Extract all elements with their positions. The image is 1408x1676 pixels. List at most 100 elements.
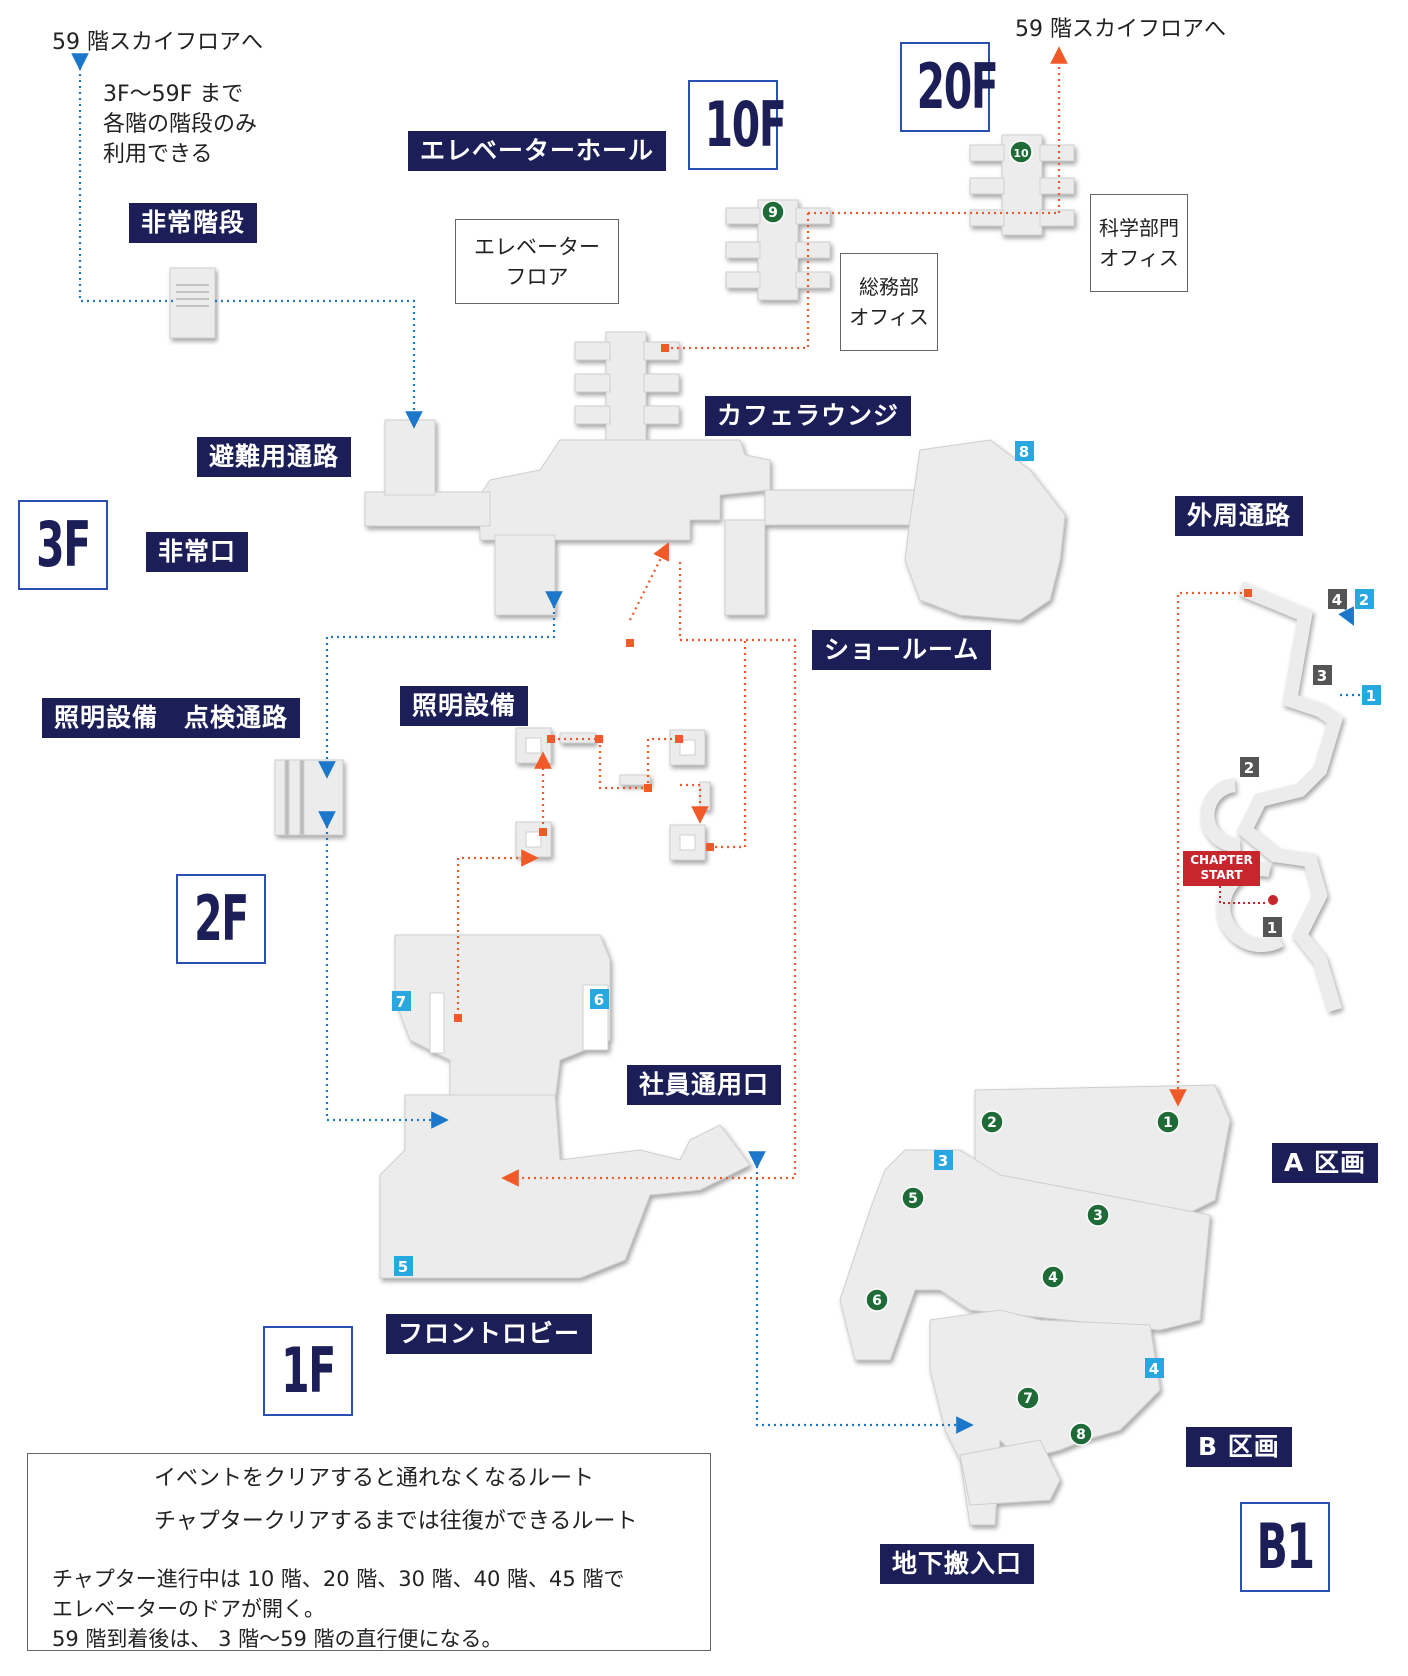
note-to-59-left: 59 階スカイフロアへ bbox=[52, 30, 263, 55]
blue-marker-8-label: 8 bbox=[1019, 443, 1029, 461]
green-marker-10: 10 bbox=[1009, 140, 1033, 164]
lighting-blocks bbox=[515, 727, 711, 861]
floor-box-3f: 3F bbox=[18, 500, 108, 590]
general-affairs-box: 総務部 オフィス bbox=[840, 253, 938, 351]
floor-3f-label: 3F bbox=[36, 508, 91, 581]
green-marker-6: 6 bbox=[865, 1288, 889, 1312]
gray-marker-1: 1 bbox=[1263, 917, 1282, 937]
label-basement-entrance: 地下搬入口 bbox=[880, 1544, 1035, 1584]
chapter-start-leader bbox=[1219, 886, 1268, 904]
blue-markers: 8 7 6 5 3 4 2 1 bbox=[392, 441, 1381, 1378]
green-marker-10-label: 10 bbox=[1013, 147, 1029, 160]
gray-marker-3: 3 bbox=[1313, 665, 1332, 685]
green-marker-7: 7 bbox=[1016, 1386, 1040, 1410]
green-marker-3-label: 3 bbox=[1093, 1208, 1103, 1224]
general-affairs-label-2: オフィス bbox=[849, 305, 929, 329]
outer-passage-shape bbox=[1200, 581, 1344, 1013]
legend-note: チャプター進行中は 10 階、20 階、30 階、40 階、45 階で エレベー… bbox=[52, 1564, 624, 1654]
green-marker-4-label: 4 bbox=[1048, 1270, 1058, 1286]
green-marker-5: 5 bbox=[901, 1186, 925, 1210]
floor-2f-inspection-shape bbox=[274, 759, 344, 836]
label-elevator-hall: エレベーターホール bbox=[408, 131, 667, 171]
green-marker-1-label: 1 bbox=[1163, 1115, 1173, 1131]
science-dept-box: 科学部門 オフィス bbox=[1090, 194, 1188, 292]
gray-marker-4: 4 bbox=[1328, 589, 1347, 609]
blue-marker-6: 6 bbox=[590, 989, 609, 1009]
blue-marker-7-label: 7 bbox=[396, 993, 406, 1011]
blue-marker-5-label: 5 bbox=[398, 1258, 408, 1276]
blue-marker-8: 8 bbox=[1015, 441, 1034, 461]
legend-orange-route: イベントをクリアすると通れなくなるルート bbox=[154, 1466, 595, 1491]
green-marker-9: 9 bbox=[761, 200, 785, 224]
blue-marker-6-label: 6 bbox=[594, 991, 604, 1009]
label-emergency-exit: 非常口 bbox=[146, 532, 249, 572]
blue-marker-2-label: 2 bbox=[1359, 591, 1369, 609]
label-showroom: ショールーム bbox=[812, 630, 992, 670]
chapter-start-line1: CHAPTER bbox=[1190, 853, 1253, 867]
label-front-lobby: フロントロビー bbox=[386, 1314, 593, 1354]
blue-marker-1-label: 1 bbox=[1366, 687, 1376, 705]
floor-10f-shape bbox=[725, 199, 831, 301]
stairs-note-1: 3F〜59F まで bbox=[103, 82, 244, 107]
legend-note-2: エレベーターのドアが開く。 bbox=[52, 1597, 325, 1621]
chapter-start-badge: CHAPTER START bbox=[1183, 851, 1260, 886]
green-marker-4: 4 bbox=[1041, 1265, 1065, 1289]
legend-note-1: チャプター進行中は 10 階、20 階、30 階、40 階、45 階で bbox=[52, 1567, 625, 1591]
label-block-b: B 区画 bbox=[1186, 1427, 1292, 1467]
green-marker-7-label: 7 bbox=[1023, 1391, 1033, 1407]
label-lighting: 照明設備 bbox=[400, 686, 529, 726]
floor-box-10f: 10F bbox=[688, 80, 787, 170]
floor-1f-shape bbox=[379, 934, 751, 1279]
orange-routes bbox=[456, 46, 1248, 1187]
gray-marker-2: 2 bbox=[1240, 757, 1259, 777]
label-outer-passage: 外周通路 bbox=[1175, 496, 1304, 536]
legend-blue-route: チャプタークリアするまでは往復ができるルート bbox=[154, 1509, 638, 1534]
elevator-floor-label-1: エレベーター bbox=[474, 234, 600, 259]
floor-2f-label: 2F bbox=[194, 882, 249, 955]
blue-marker-7: 7 bbox=[392, 991, 411, 1011]
blue-marker-4-label: 4 bbox=[1149, 1360, 1159, 1378]
blue-marker-3-label: 3 bbox=[938, 1152, 948, 1170]
floor-10f-label: 10F bbox=[704, 88, 787, 161]
note-to-59-right: 59 階スカイフロアへ bbox=[1015, 17, 1226, 42]
label-evacuation-passage: 避難用通路 bbox=[197, 437, 352, 477]
green-marker-2: 2 bbox=[980, 1110, 1004, 1134]
emergency-stairs-shape bbox=[169, 267, 216, 339]
green-markers: 9 10 1 2 3 4 5 6 7 8 bbox=[761, 140, 1180, 1446]
label-emergency-stairs: 非常階段 bbox=[129, 203, 258, 243]
orange-route-nodes bbox=[454, 344, 1252, 1022]
gray-marker-1-label: 1 bbox=[1267, 919, 1277, 937]
stairs-note-2: 各階の階段のみ bbox=[103, 112, 258, 137]
stairs-note-3: 利用できる bbox=[103, 142, 213, 167]
chapter-start-dot bbox=[1268, 895, 1278, 905]
gray-marker-2-label: 2 bbox=[1244, 759, 1254, 777]
floor-box-1f: 1F bbox=[263, 1326, 353, 1416]
green-marker-8: 8 bbox=[1069, 1422, 1093, 1446]
science-dept-label-2: オフィス bbox=[1099, 246, 1179, 270]
green-marker-2-label: 2 bbox=[987, 1115, 997, 1131]
green-marker-3: 3 bbox=[1086, 1203, 1110, 1227]
floor-b1-label: B1 bbox=[1256, 1510, 1315, 1583]
legend-box: イベントをクリアすると通れなくなるルート チャプタークリアするまでは往復ができる… bbox=[27, 1453, 711, 1651]
floor-box-2f: 2F bbox=[176, 874, 266, 964]
label-lighting-inspection: 照明設備 点検通路 bbox=[42, 698, 301, 738]
floor-20f-label: 20F bbox=[916, 50, 999, 123]
label-cafe-lounge: カフェラウンジ bbox=[705, 396, 912, 436]
floor-box-20f: 20F bbox=[900, 42, 999, 132]
blue-marker-4: 4 bbox=[1145, 1358, 1164, 1378]
gray-marker-3-label: 3 bbox=[1317, 667, 1327, 685]
gray-markers: 4 3 2 1 bbox=[1240, 589, 1347, 937]
floor-3f-shape bbox=[364, 331, 1066, 621]
blue-routes bbox=[71, 53, 1372, 1434]
blue-marker-5: 5 bbox=[394, 1256, 413, 1276]
green-marker-6-label: 6 bbox=[872, 1293, 882, 1309]
gray-marker-4-label: 4 bbox=[1332, 591, 1342, 609]
floor-box-b1: B1 bbox=[1240, 1502, 1330, 1592]
green-marker-8-label: 8 bbox=[1076, 1427, 1086, 1443]
elevator-floor-label-2: フロア bbox=[505, 264, 569, 289]
blue-marker-3: 3 bbox=[934, 1150, 953, 1170]
chapter-start-line2: START bbox=[1200, 868, 1243, 882]
floor-b1-shape bbox=[839, 1084, 1231, 1526]
elevator-floor-box: エレベーター フロア bbox=[455, 219, 619, 304]
floor-1f-label: 1F bbox=[281, 1334, 336, 1407]
